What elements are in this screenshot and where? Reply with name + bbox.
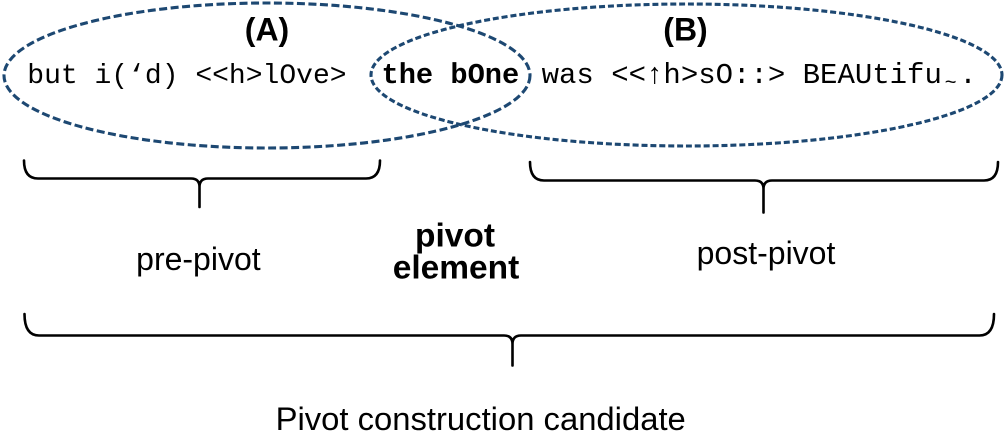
svg-text:Pivot construction candidate: Pivot construction candidate: [276, 400, 686, 433]
svg-text:pivot: pivot: [415, 217, 495, 254]
svg-text:element: element: [393, 250, 520, 287]
svg-text:was <<↑h>sO::> BEAUtifu: was <<↑h>sO::> BEAUtifu: [542, 59, 942, 92]
svg-text:the bOne: the bOne: [382, 59, 520, 92]
svg-text:(B): (B): [663, 12, 707, 48]
svg-text:but i(‘d) <<h>lOve>: but i(‘d) <<h>lOve>: [27, 61, 346, 92]
svg-text:post-pivot: post-pivot: [697, 235, 836, 271]
svg-text:pre-pivot: pre-pivot: [136, 241, 261, 277]
svg-text:~: ~: [945, 73, 957, 96]
svg-text:.: .: [959, 59, 976, 92]
svg-text:(A): (A): [245, 12, 289, 48]
